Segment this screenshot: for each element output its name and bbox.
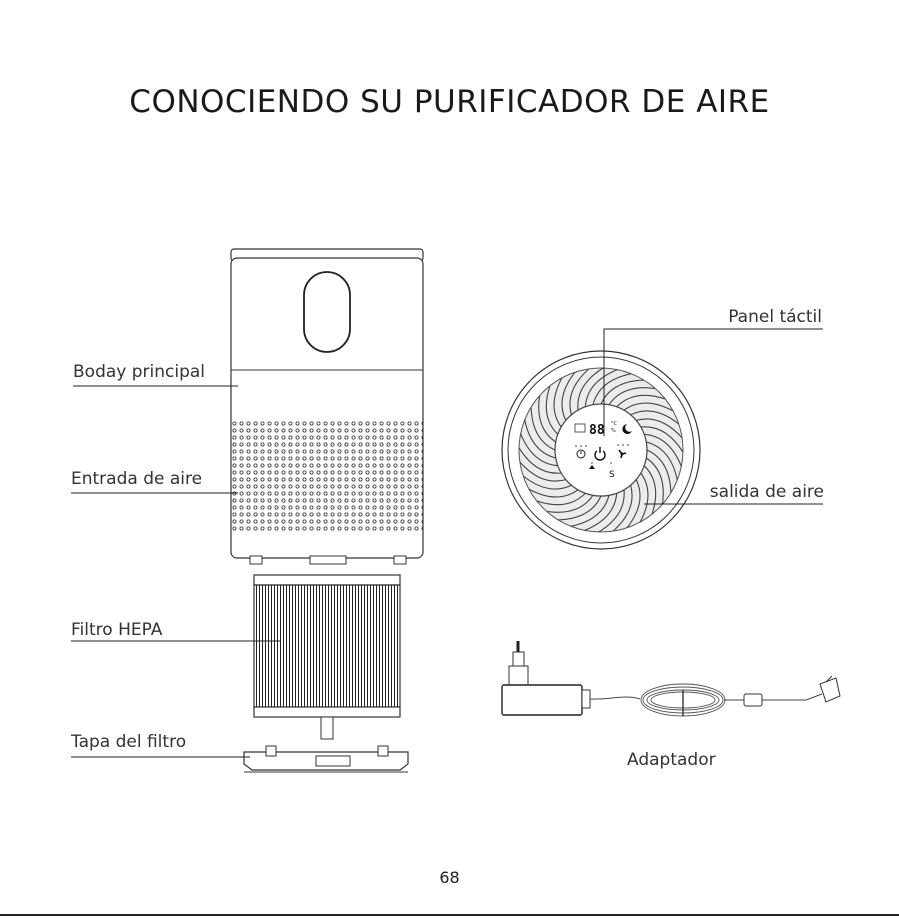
mode-s-icon: S (609, 470, 615, 480)
page-number: 68 (0, 868, 899, 887)
filter-cover-illustration (244, 746, 408, 772)
label-touch-panel: Panel táctil (728, 307, 822, 327)
panel-unit-bottom: % (611, 428, 616, 434)
label-filter-cover: Tapa del filtro (71, 732, 186, 752)
purifier-top-view (502, 351, 700, 549)
hepa-filter-illustration (254, 575, 400, 739)
label-hepa-filter: Filtro HEPA (71, 620, 162, 640)
purifier-main-body (231, 249, 423, 564)
power-adapter-illustration (502, 641, 840, 716)
label-adapter: Adaptador (627, 750, 716, 770)
leader-lines (71, 329, 823, 757)
panel-digits: 88 (589, 423, 605, 438)
label-air-inlet: Entrada de aire (71, 469, 202, 489)
label-air-outlet: salida de aire (710, 482, 824, 502)
bottom-rule (0, 914, 899, 916)
label-main-body: Boday principal (73, 362, 205, 382)
panel-unit-top: °C (611, 421, 618, 427)
